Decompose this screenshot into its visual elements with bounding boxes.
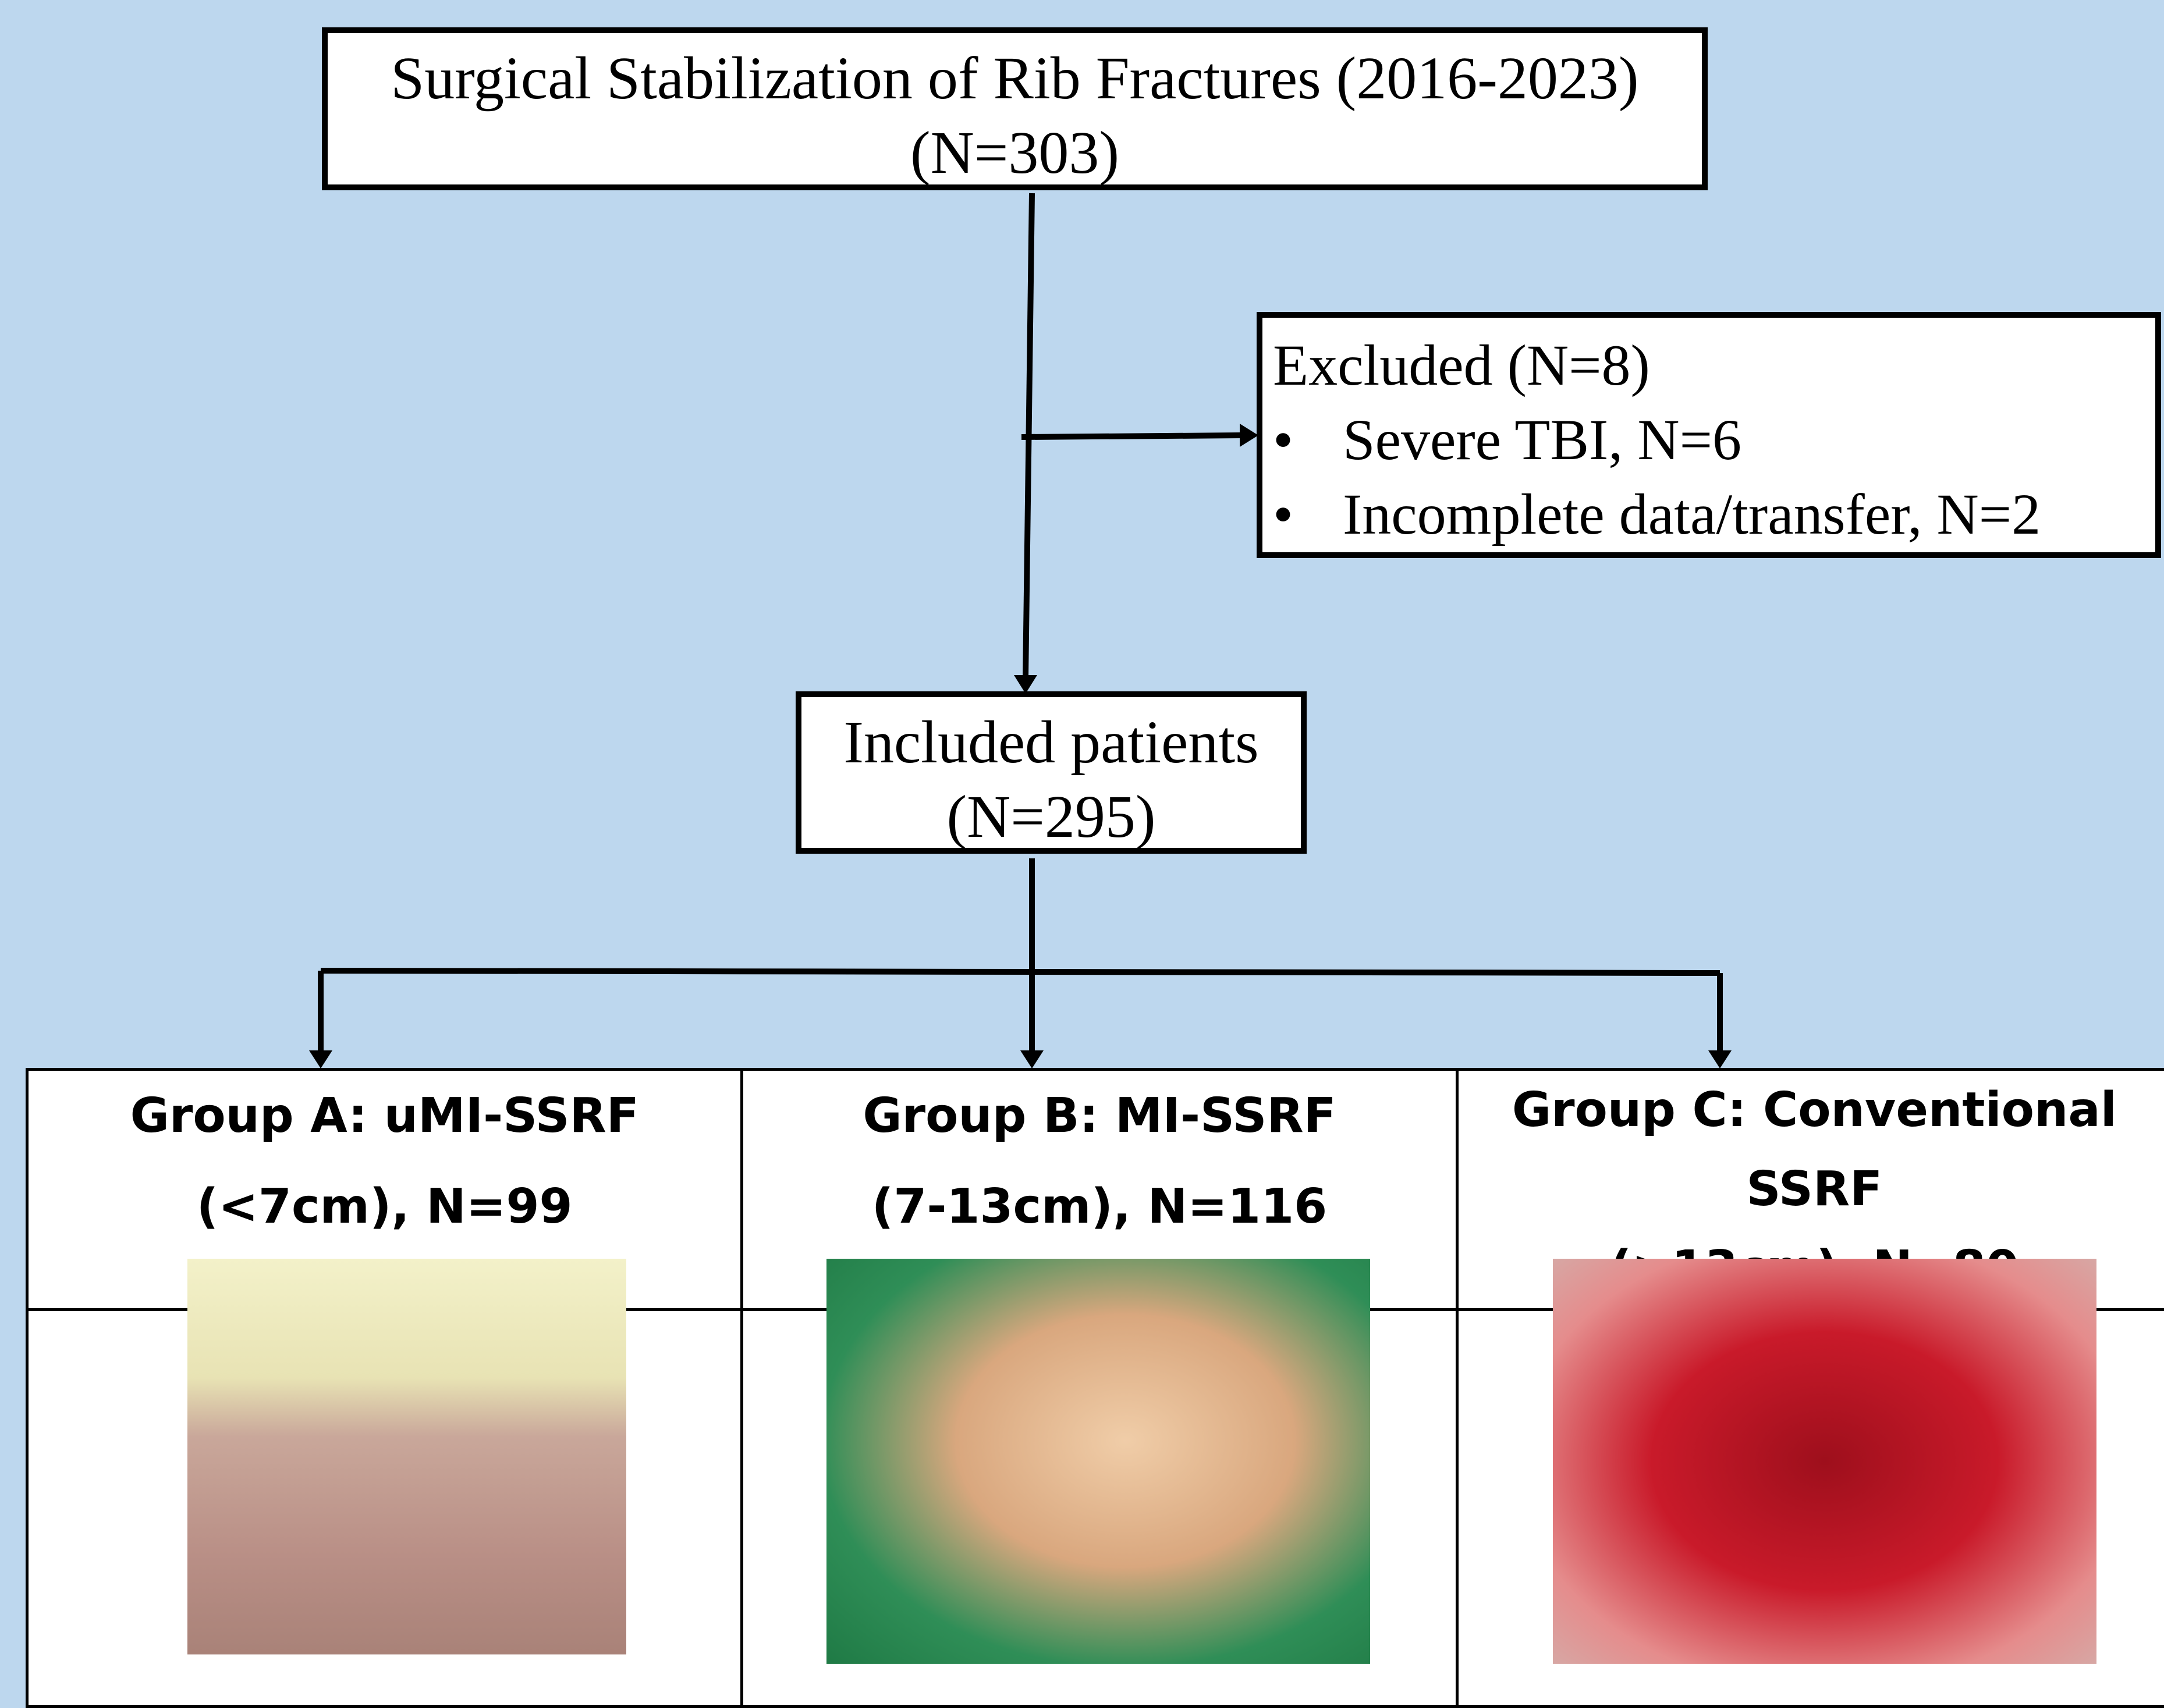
excluded-item: • Incomplete data/transfer, N=2	[1273, 477, 2155, 552]
enrollment-count: (N=303)	[328, 116, 1702, 190]
group-a-count: (<7cm), N=99	[29, 1162, 740, 1252]
group-c-name: Group C: Conventional SSRF	[1459, 1071, 2164, 1229]
connector-horizontal-split	[321, 971, 1720, 973]
arrowhead-group-b	[1020, 1050, 1044, 1068]
group-c-photo	[1553, 1259, 2096, 1664]
excluded-box: Excluded (N=8) • Severe TBI, N=6 • Incom…	[1257, 312, 2161, 558]
excluded-item-label: Severe TBI, N=6	[1343, 407, 1741, 472]
group-b-count: (7-13cm), N=116	[743, 1162, 1455, 1252]
connector-to-excluded	[1021, 435, 1243, 437]
enrollment-title: Surgical Stabilization of Rib Fractures …	[328, 41, 1702, 116]
arrowhead-group-c	[1708, 1050, 1732, 1068]
enrollment-box: Surgical Stabilization of Rib Fractures …	[322, 27, 1708, 190]
included-title: Included patients	[801, 705, 1301, 780]
group-a-name: Group A: uMI-SSRF	[29, 1071, 740, 1162]
bullet-icon: •	[1273, 477, 1296, 552]
included-count: (N=295)	[801, 780, 1301, 854]
arrowhead-group-a	[309, 1050, 332, 1068]
excluded-title: Excluded (N=8)	[1273, 328, 2155, 403]
bullet-icon: •	[1273, 403, 1296, 477]
group-b-name: Group B: MI-SSRF	[743, 1071, 1455, 1162]
group-b-photo	[826, 1259, 1370, 1664]
excluded-item-label: Incomplete data/transfer, N=2	[1343, 482, 2041, 546]
group-a-photo	[187, 1259, 626, 1654]
arrowhead-excluded	[1240, 424, 1258, 447]
included-box: Included patients (N=295)	[796, 691, 1307, 854]
excluded-item: • Severe TBI, N=6	[1273, 403, 2155, 477]
